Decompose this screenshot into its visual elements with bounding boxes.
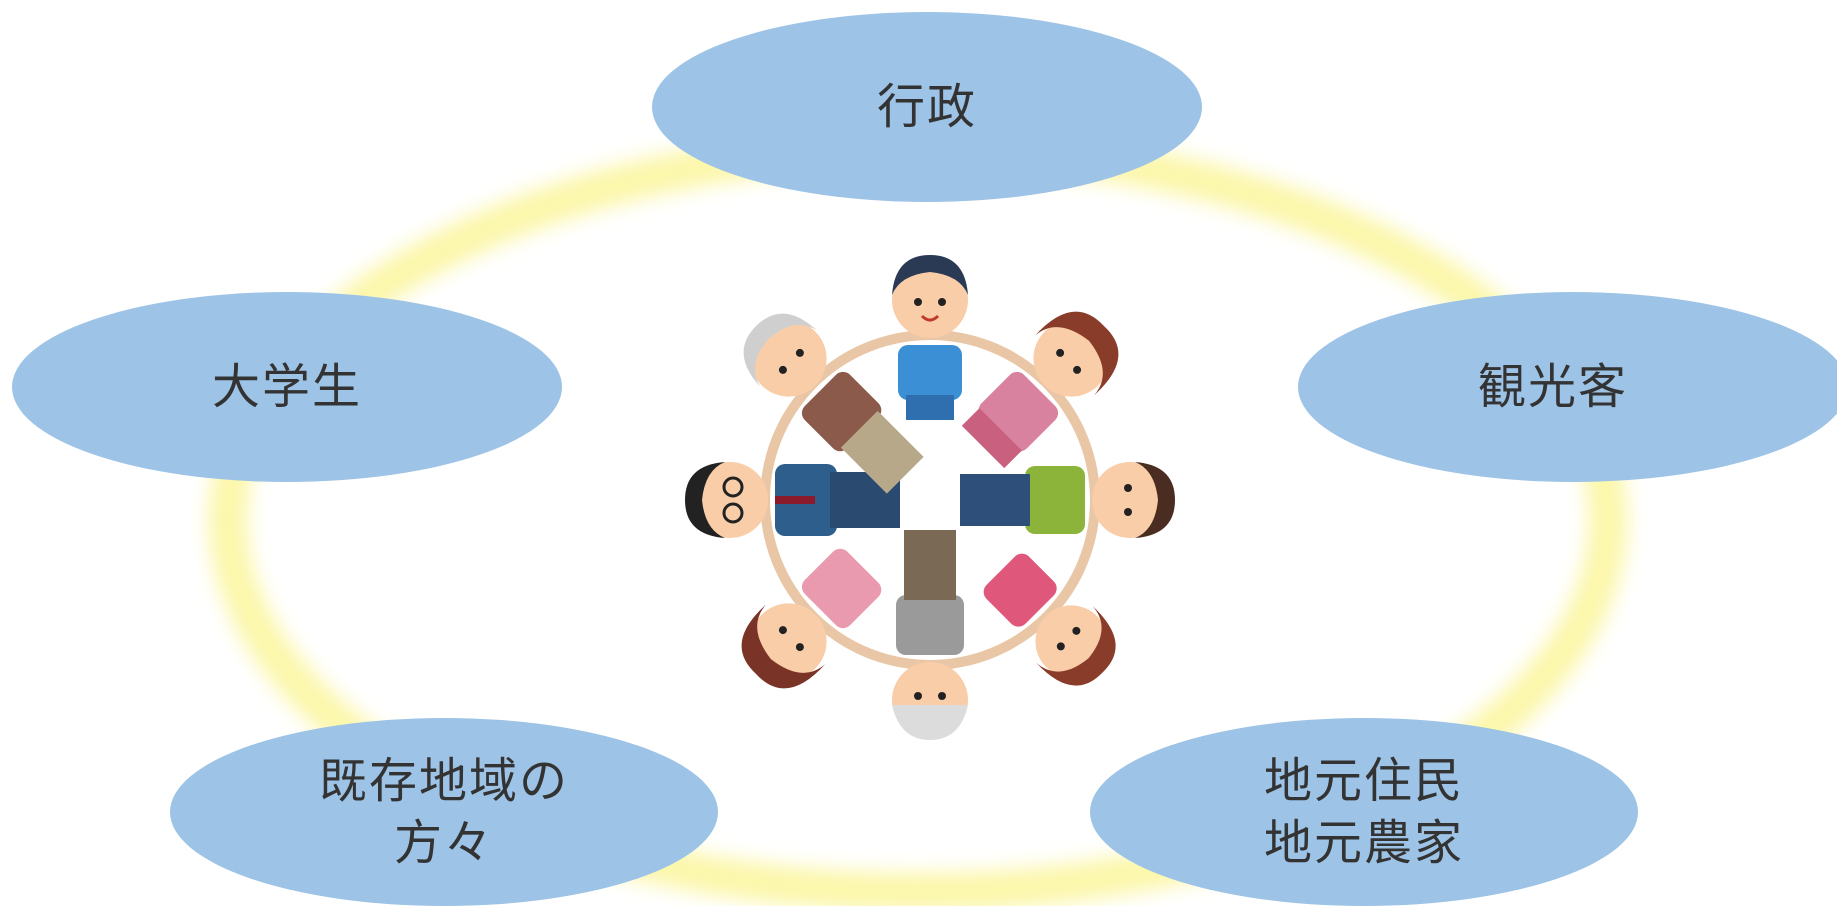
people-holding-hands-circle-icon (685, 255, 1175, 740)
bubble-label-line2: 方々 (393, 815, 494, 871)
bubble-label: 観光客 (1477, 358, 1628, 415)
stakeholder-bubble-daigakusei: 大学生 (12, 292, 562, 482)
bubble-label: 行政 (876, 78, 977, 135)
stakeholder-bubble-jimoto: 地元住民 地元農家 (1090, 718, 1638, 906)
stakeholder-bubble-gyosei: 行政 (652, 12, 1202, 202)
bubble-label-line2: 地元農家 (1263, 815, 1464, 871)
stakeholder-bubble-kizon-chiiki: 既存地域の 方々 (170, 718, 718, 906)
stakeholder-bubble-kankokyaku: 観光客 (1298, 292, 1837, 482)
bubble-label: 大学生 (211, 358, 362, 415)
bubble-label-line1: 地元住民 (1263, 752, 1464, 809)
bubble-label-line1: 既存地域の (318, 752, 569, 809)
